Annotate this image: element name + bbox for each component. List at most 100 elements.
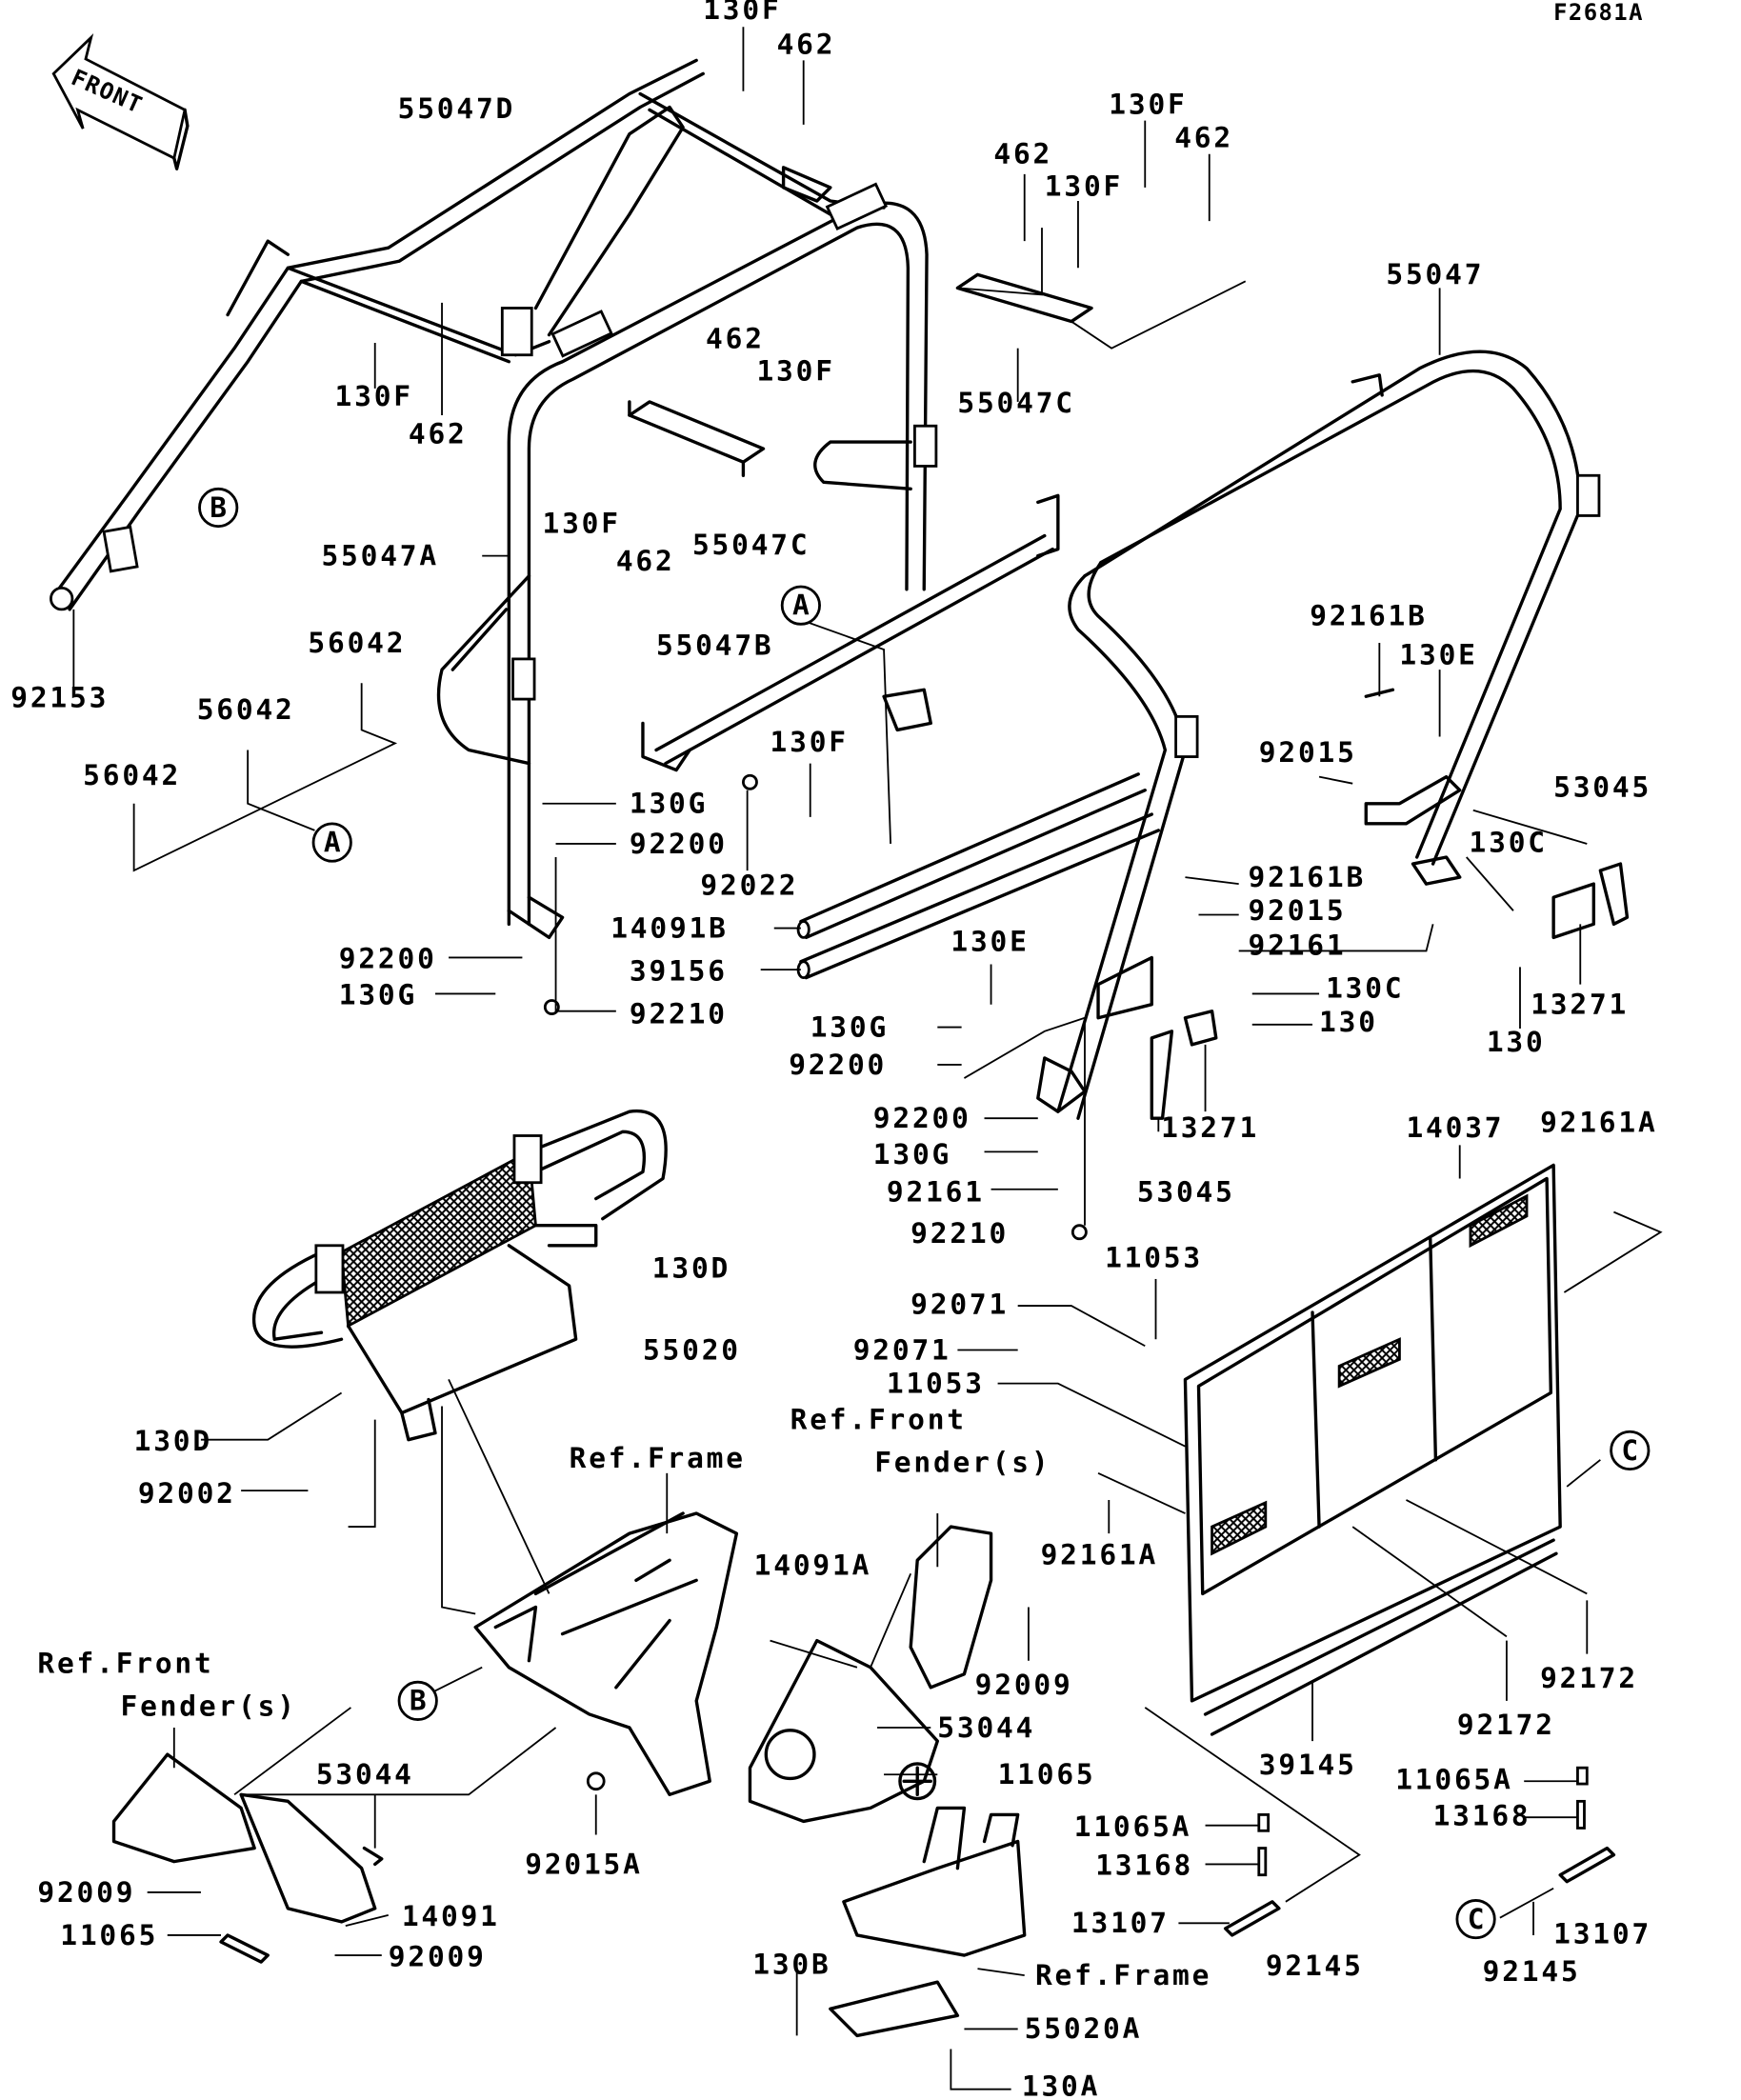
part-number-callout: 92161B (1310, 600, 1428, 632)
marker-letter: A (792, 590, 810, 622)
rear-gate-14037 (1183, 1163, 1562, 1736)
part-number-callout: 53044 (937, 1711, 1035, 1744)
part-number-callout: 130A (1022, 2070, 1100, 2100)
frame-reference (473, 1511, 739, 1797)
part-number-callout: 92153 (10, 682, 109, 714)
reference-marker-b: B (397, 1680, 438, 1721)
part-number-callout: 92172 (1457, 1709, 1555, 1741)
part-number-callout: 56042 (308, 627, 406, 659)
hardware-pins (50, 586, 1616, 1937)
part-number-callout: 55047C (957, 387, 1074, 419)
part-number-callout: 53044 (316, 1758, 414, 1790)
part-number-callout: 130E (951, 925, 1029, 957)
marker-circle (1610, 1430, 1651, 1471)
part-number-callout: 13271 (1161, 1111, 1259, 1144)
roll-cage-main-hoop (1036, 350, 1601, 1120)
part-number-callout: 56042 (83, 759, 181, 791)
marker-letter: A (324, 826, 341, 858)
part-number-callout: 14091B (610, 911, 729, 944)
marker-letter: C (1621, 1434, 1638, 1467)
part-number-callout: 55020 (643, 1333, 741, 1366)
part-number-callout: 462 (409, 418, 468, 450)
part-number-callout: 39145 (1259, 1749, 1357, 1781)
part-number-callout: 92210 (911, 1217, 1009, 1250)
part-number-callout: 56042 (197, 693, 295, 726)
part-number-callout: 130F (756, 354, 834, 387)
reference-markers: B A A C B C (198, 487, 1651, 1940)
reference-marker-a: A (311, 822, 352, 863)
part-number-callout: 13168 (1095, 1850, 1193, 1882)
part-number-callout: 92015 (1249, 894, 1347, 927)
part-number-callout: 53045 (1553, 771, 1651, 804)
part-number-callout: 92071 (911, 1289, 1009, 1321)
marker-letter: B (410, 1685, 427, 1717)
part-number-callout: 130C (1326, 972, 1404, 1005)
marker-circle (1455, 1899, 1496, 1940)
part-number-callout: 130G (873, 1138, 951, 1170)
part-number-callout: 55047A (321, 539, 439, 571)
part-number-callout: 13107 (1071, 1907, 1170, 1939)
part-number-callout: 462 (616, 545, 675, 577)
part-number-callout: 92009 (975, 1669, 1073, 1701)
part-number-callout: 92009 (389, 1940, 487, 1972)
part-number-callout: 11065 (60, 1919, 158, 1951)
part-number-callout: 55047 (1386, 258, 1484, 290)
reference-note: Fender(s) (874, 1446, 1051, 1478)
part-number-callout: 92071 (853, 1333, 951, 1366)
part-number-callout: 92210 (630, 997, 728, 1030)
front-guard-55020 (251, 1109, 668, 1442)
part-number-callout: 55020A (1025, 2012, 1143, 2045)
marker-letter: C (1468, 1903, 1485, 1935)
part-number-callout: 130B (752, 1949, 830, 1981)
part-number-callout: 462 (1174, 122, 1233, 154)
front-arrow-icon: FRONT (51, 33, 190, 170)
part-number-callout: 92145 (1483, 1955, 1581, 1988)
part-number-callout: 92200 (630, 828, 728, 860)
part-number-callout: 130F (770, 726, 849, 758)
part-number-callout: 14091A (754, 1550, 872, 1582)
part-number-callout: 92015A (525, 1848, 643, 1880)
part-number-callout: 13271 (1531, 989, 1629, 1021)
part-number-callout: 92161 (1249, 930, 1347, 962)
cross-bar-55047c (628, 166, 1093, 477)
part-number-callout: 92022 (700, 869, 798, 901)
part-number-callout: 130F (542, 508, 620, 540)
marker-circle (198, 487, 239, 529)
part-number-callout: 462 (777, 28, 836, 60)
part-number-callout: 55047C (692, 529, 810, 561)
bar-55047b (641, 493, 1060, 772)
part-number-callout: 11053 (887, 1367, 985, 1399)
reference-note: Ref.Front (790, 1403, 967, 1435)
part-number-callout: 92015 (1259, 736, 1357, 769)
part-number-callout: 92161A (1041, 1538, 1159, 1570)
part-number-callout: 130E (1399, 639, 1477, 671)
part-number-callout: 130F (703, 0, 781, 26)
part-number-callout: 92200 (873, 1102, 971, 1134)
reference-note: Ref.Frame (570, 1442, 746, 1474)
part-number-callout: 130G (339, 979, 417, 1011)
part-number-callout: 92161B (1249, 861, 1367, 893)
reference-marker-b: B (198, 487, 239, 529)
marker-circle (311, 822, 352, 863)
latch-assemblies (1096, 688, 1630, 1120)
part-number-callout: 92009 (37, 1876, 135, 1909)
reference-note: Fender(s) (121, 1690, 297, 1722)
part-number-callout: 130G (630, 788, 708, 820)
part-number-callout: 14091 (402, 1900, 500, 1932)
part-number-callout: 462 (993, 138, 1052, 170)
reference-marker-c: C (1610, 1430, 1651, 1471)
reference-note: Ref.Front (37, 1647, 213, 1679)
part-number-callout: 130 (1319, 1006, 1378, 1038)
part-number-callout: 11065 (998, 1758, 1096, 1790)
part-number-callout: 13168 (1433, 1800, 1531, 1832)
part-number-callout: 92172 (1540, 1662, 1638, 1694)
marker-letter: B (210, 491, 227, 524)
part-number-callout: 13107 (1553, 1917, 1651, 1950)
marker-circle (397, 1680, 438, 1721)
part-number-callout: 92002 (138, 1477, 236, 1510)
part-number-callout: 14037 (1406, 1111, 1504, 1144)
frame-reference-lower (829, 1806, 1027, 2038)
